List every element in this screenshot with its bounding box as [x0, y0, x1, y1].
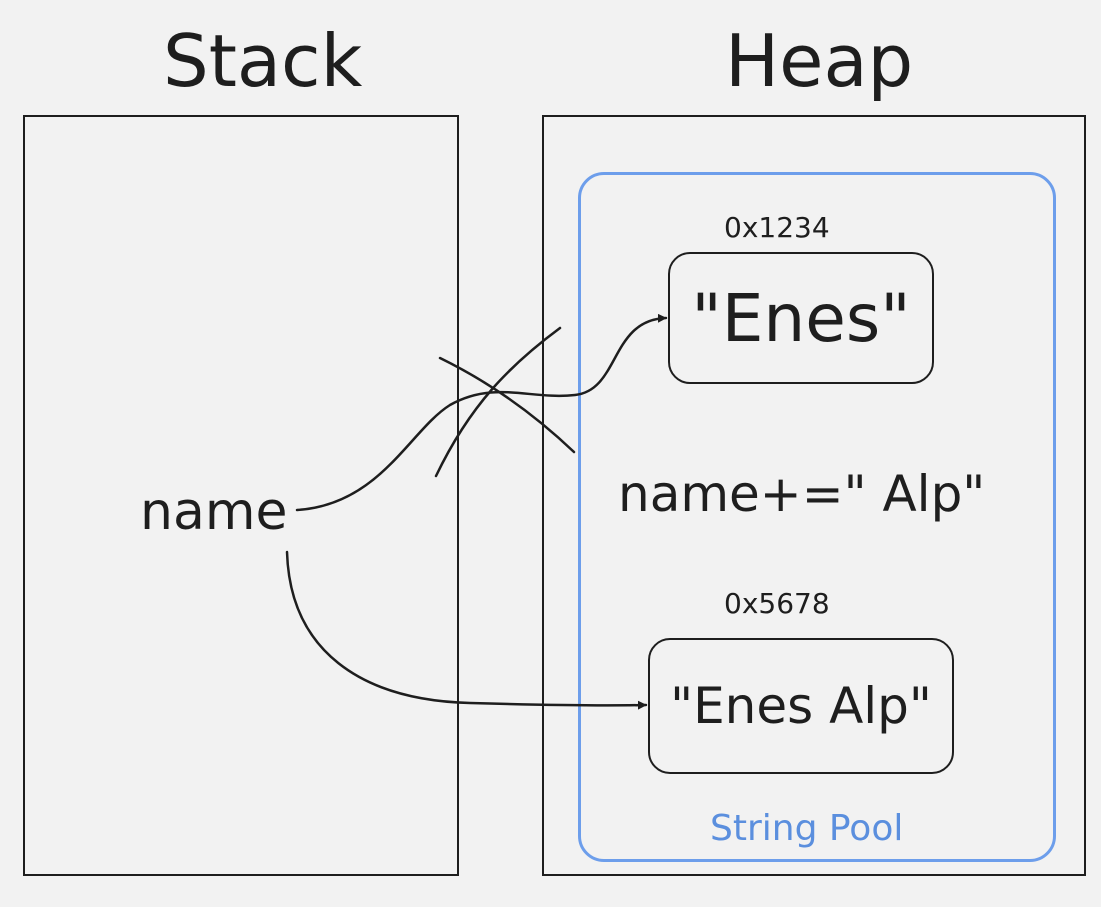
stack-variable-name: name [140, 482, 288, 542]
string-pool-region [578, 172, 1056, 862]
old-reference-arrow [295, 313, 668, 512]
stack-region [23, 115, 459, 876]
cross-out-stroke-1 [438, 356, 576, 454]
address-label-enes-alp: 0x5678 [724, 587, 830, 620]
new-reference-arrow [285, 550, 648, 710]
string-object-enes: "Enes" [668, 252, 934, 384]
heap-region [542, 115, 1086, 876]
heap-title: Heap [725, 19, 914, 103]
cross-out-stroke-2 [434, 326, 562, 478]
concat-operation: name+=" Alp" [618, 465, 986, 523]
string-value-enes-alp: "Enes Alp" [670, 677, 932, 735]
address-label-enes: 0x1234 [724, 211, 830, 244]
string-value-enes: "Enes" [691, 279, 911, 357]
stack-title: Stack [163, 19, 363, 103]
string-object-enes-alp: "Enes Alp" [648, 638, 954, 774]
string-pool-label: String Pool [710, 808, 904, 849]
